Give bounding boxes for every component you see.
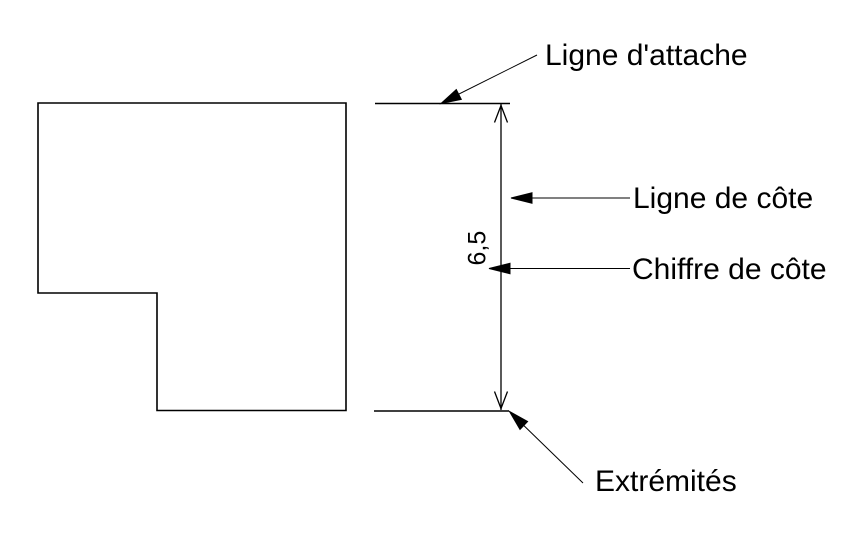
leader-arrow-chiffre-cote-icon	[488, 262, 511, 275]
dimension-value-text: 6,5	[463, 230, 492, 266]
label-chiffre-de-cote: Chiffre de côte	[632, 253, 827, 286]
leader-line-ligne-attache	[444, 54, 538, 102]
label-ligne-attache: Ligne d'attache	[545, 39, 748, 72]
leader-arrow-extremites-icon	[508, 410, 529, 431]
leader-arrow-ligne-attache-icon	[439, 88, 463, 105]
part-outline-shape	[37, 102, 347, 412]
label-extremites: Extrémités	[595, 465, 737, 498]
leader-line-extremites	[513, 415, 584, 484]
dimension-arrow-bottom-icon	[493, 391, 509, 411]
dimension-arrow-top-icon	[493, 103, 509, 123]
label-ligne-de-cote: Ligne de côte	[633, 182, 814, 215]
leader-arrow-ligne-cote-icon	[510, 192, 533, 204]
